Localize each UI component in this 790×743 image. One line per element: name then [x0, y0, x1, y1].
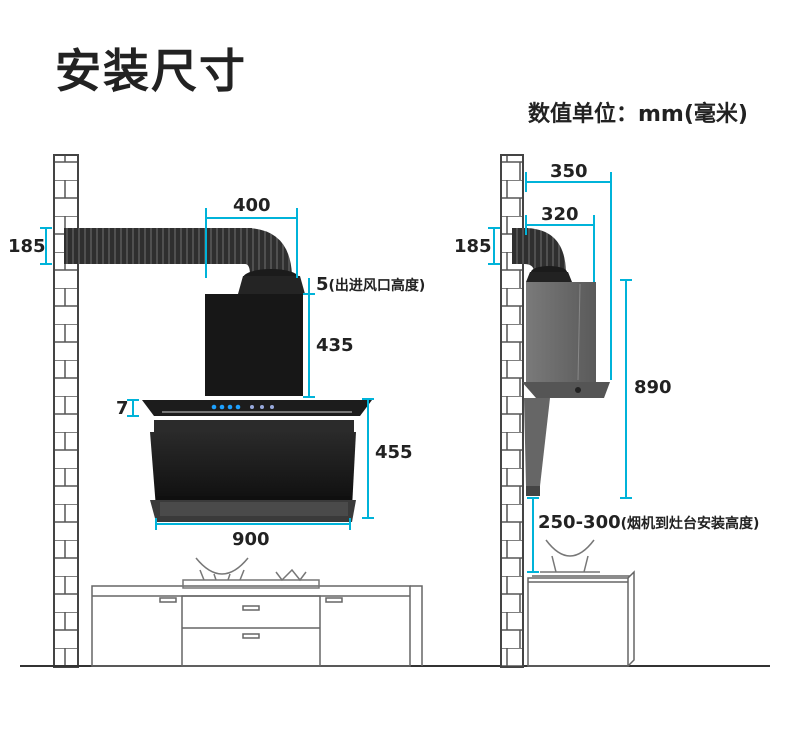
side-install-height-note: (烟机到灶台安装高度) [620, 516, 760, 532]
front-cabinet [91, 585, 423, 667]
side-hood [522, 282, 610, 496]
front-hood-grille [154, 420, 354, 432]
side-duct-height-label: 185 [454, 236, 492, 257]
front-duct-offset-label: 400 [233, 195, 271, 216]
front-panel-gap-label: 7 [116, 398, 129, 419]
front-stove [182, 557, 320, 589]
side-stove [540, 539, 600, 573]
side-outer-depth-label: 350 [550, 161, 588, 182]
front-body-width-label: 900 [232, 529, 270, 550]
side-inner-depth-label: 320 [541, 204, 579, 225]
side-total-height-label: 890 [634, 377, 672, 398]
side-install-height-label: 250-300(烟机到灶台安装高度) [538, 514, 759, 532]
side-duct [512, 228, 572, 282]
front-chimney-height-label: 435 [316, 335, 354, 356]
side-dimension-lines [488, 172, 632, 573]
right-brick-wall [500, 154, 524, 668]
front-inlet-gap-value: 5 [316, 274, 329, 295]
front-inlet-gap-label: 5(出进风口高度) [316, 276, 425, 294]
unit-label: 数值单位：mm(毫米) [528, 102, 748, 127]
front-hood-panel [142, 400, 372, 416]
front-chimney [205, 294, 303, 396]
front-hood-body [150, 432, 356, 522]
front-duct-height-label: 185 [8, 236, 46, 257]
front-body-height-label: 455 [375, 442, 413, 463]
page-title: 安装尺寸 [55, 44, 247, 98]
side-install-height-value: 250-300 [538, 512, 621, 533]
front-inlet-gap-note: (出进风口高度) [328, 278, 426, 294]
front-duct [64, 228, 305, 294]
front-dimension-lines [40, 208, 374, 530]
side-cabinet [527, 570, 635, 667]
